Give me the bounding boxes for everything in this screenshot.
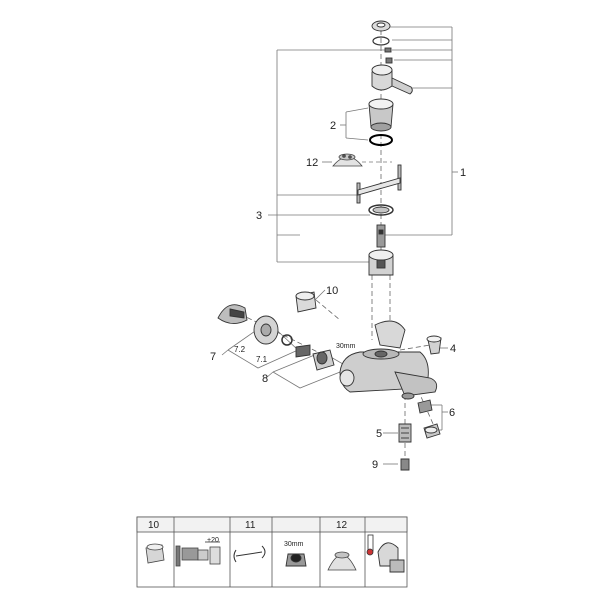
callout-12: 12 (306, 157, 318, 169)
handle-assembly (371, 20, 413, 95)
legend-header-12: 12 (336, 520, 348, 531)
cartridge-12 (332, 153, 363, 167)
spare-parts-legend: 10 11 12 +20 30mm (136, 516, 408, 588)
legend-cartridge-icon (327, 551, 357, 571)
callout-9: 9 (372, 459, 378, 471)
nut-10 (295, 291, 317, 313)
callout-7-2: 7.2 (234, 345, 246, 354)
callout-3: 3 (256, 210, 262, 222)
legend-header-10: 10 (148, 520, 160, 531)
bracket-3 (356, 164, 402, 216)
callout-5: 5 (376, 428, 382, 440)
legend-nut-icon (145, 543, 165, 564)
callout-labels: 1 2 12 3 10 7.2 7.1 7 30mm 8 4 6 5 9 (210, 120, 466, 471)
callout-4: 4 (450, 343, 456, 355)
legend-header-11: 11 (245, 520, 256, 531)
callout-6: 6 (449, 407, 455, 419)
diverter-5-9 (398, 423, 412, 471)
callout-8: 8 (262, 373, 268, 385)
leader-lines (221, 26, 458, 465)
aerator-6 (417, 399, 441, 439)
callout-7: 7 (210, 351, 216, 363)
legend-dim-20: +20 (207, 537, 219, 544)
connection-assembly-7 (217, 304, 311, 358)
nut-8 (312, 349, 335, 371)
legend-30mm-nut-icon (285, 553, 307, 567)
temperature-icon (366, 534, 374, 556)
knob-4 (426, 335, 442, 355)
callout-30mm: 30mm (336, 343, 356, 350)
wrench-icon (233, 545, 266, 563)
legend-mixer-icon (377, 542, 405, 573)
legend-connector-icon (175, 541, 221, 567)
legend-size-30mm: 30mm (284, 541, 304, 548)
callout-2: 2 (330, 120, 336, 132)
cover-cap-set (368, 98, 394, 146)
callout-1: 1 (460, 167, 466, 179)
callout-7-1: 7.1 (256, 355, 268, 364)
callout-10: 10 (326, 285, 338, 297)
assembly-axes (239, 30, 435, 470)
valve-spindle (368, 224, 394, 276)
mixer-body (339, 320, 438, 400)
